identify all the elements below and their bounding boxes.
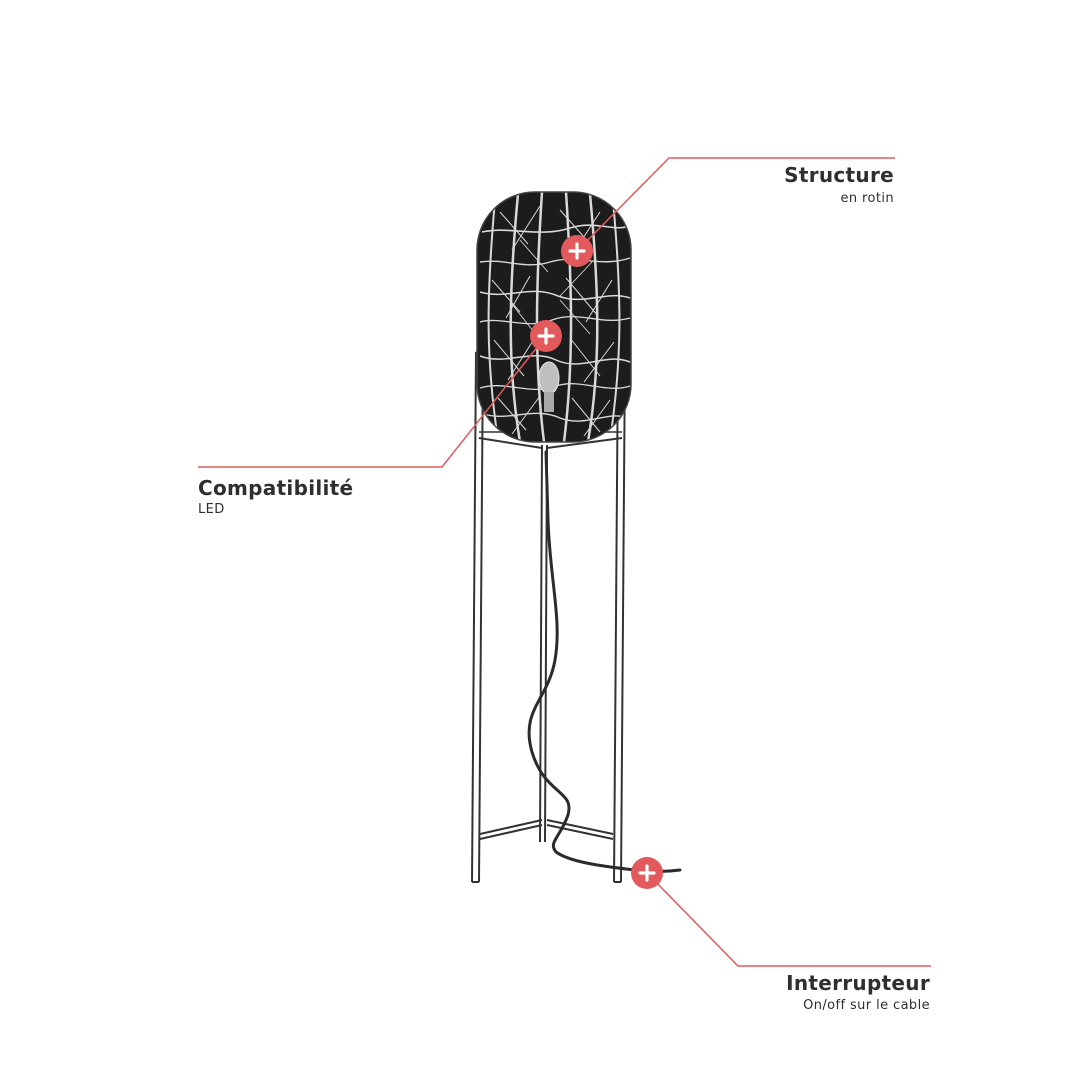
power-cable	[527, 450, 682, 873]
structure-title: Structure	[784, 163, 894, 187]
switch-callout-line	[646, 872, 931, 967]
compatibility-title: Compatibilité	[198, 476, 354, 500]
plus-icon	[638, 864, 656, 882]
switch-title: Interrupteur	[786, 971, 930, 995]
rattan-shade	[476, 191, 632, 443]
plus-icon	[568, 242, 586, 260]
switch-marker[interactable]	[631, 857, 663, 889]
switch-subtitle: On/off sur le cable	[803, 998, 930, 1013]
structure-marker[interactable]	[561, 235, 593, 267]
compatibility-callout-line	[198, 335, 547, 468]
plus-icon	[537, 327, 555, 345]
compatibility-subtitle: LED	[198, 502, 225, 517]
compatibility-marker[interactable]	[530, 320, 562, 352]
structure-callout-line	[576, 157, 895, 252]
structure-subtitle: en rotin	[840, 191, 894, 206]
callout-lines	[198, 157, 931, 967]
